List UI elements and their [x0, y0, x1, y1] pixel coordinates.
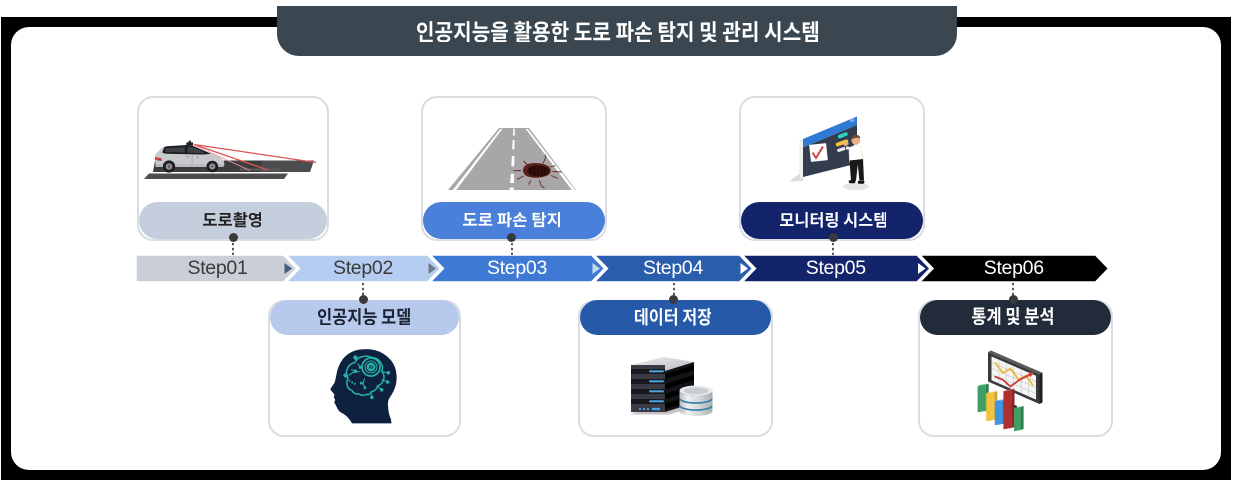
svg-text:AI: AI [369, 365, 375, 371]
